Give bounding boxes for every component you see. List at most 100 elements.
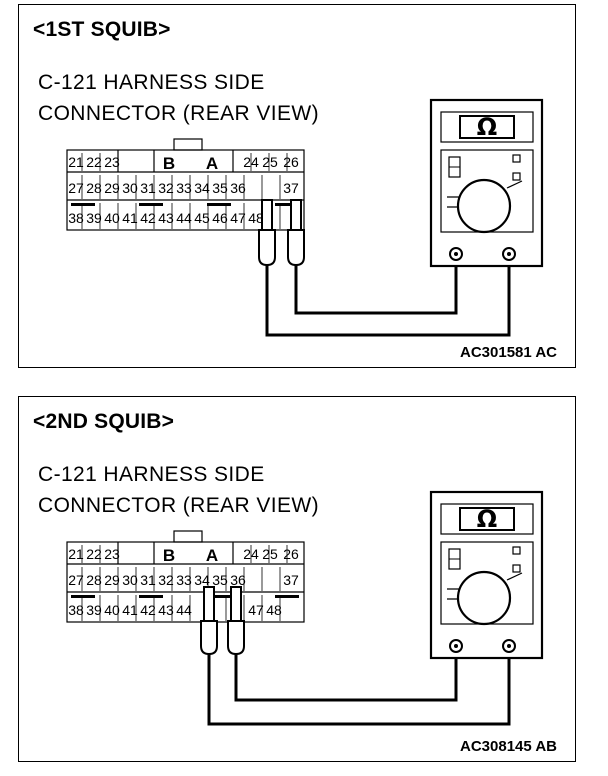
harness-connector: 21 22 23 B A 24 25 26 27 28 29 30 31 32 … [66, 530, 305, 623]
pin-label: 21 [68, 154, 84, 170]
pin-label: 44 [176, 602, 192, 618]
meter-display [459, 115, 515, 139]
harness-connector: 21 22 23 B A 24 25 26 27 28 29 30 31 32 … [66, 138, 305, 231]
pin-label: 22 [86, 154, 102, 170]
pin-label: 23 [104, 546, 120, 562]
pin-label: 22 [86, 546, 102, 562]
ohm-symbol: Ω [477, 113, 497, 141]
pin-label: 26 [283, 546, 299, 562]
pin-bar [139, 203, 163, 206]
pin-label: 27 [68, 180, 84, 196]
selector-dial [456, 178, 512, 234]
panel-title: <1ST SQUIB> [33, 18, 171, 41]
pin-label: 43 [158, 210, 174, 226]
pin-label: 24 [243, 546, 259, 562]
figure-id: AC308145 AB [460, 738, 557, 755]
pin-label: 30 [122, 180, 138, 196]
pin-bar [207, 203, 231, 206]
connector-latch [173, 530, 203, 543]
meter-display [459, 507, 515, 531]
connector-latch [173, 138, 203, 151]
pin-label: 21 [68, 546, 84, 562]
pin-bar [275, 595, 299, 598]
meter-display-frame [440, 111, 534, 143]
pin-label: 44 [176, 210, 192, 226]
test-probe-left [258, 199, 276, 267]
connector-caption-line2: CONNECTOR (REAR VIEW) [38, 102, 320, 125]
pin-label: 37 [283, 180, 299, 196]
test-leads [265, 255, 511, 337]
pin-label: 39 [86, 210, 102, 226]
pin-label: 42 [140, 602, 156, 618]
pin-label: 46 [212, 210, 228, 226]
ohmmeter: Ω [429, 98, 544, 268]
meter-display-frame [440, 503, 534, 535]
connector-body [66, 541, 305, 623]
pin-label: 48 [266, 602, 282, 618]
pin-label: 24 [243, 154, 259, 170]
measurement-diagram: 21 22 23 B A 24 25 26 27 28 29 30 31 32 … [66, 490, 544, 726]
pin-label: 34 [194, 572, 210, 588]
pin-label: 27 [68, 572, 84, 588]
pin-label: 32 [158, 572, 174, 588]
pin-label: 36 [230, 572, 246, 588]
test-probe-left [200, 586, 218, 656]
pin-label: 25 [262, 546, 278, 562]
pin-bar [139, 595, 163, 598]
pin-label: 31 [140, 180, 156, 196]
test-probe-right [287, 199, 305, 267]
connector-caption-line1: C-121 HARNESS SIDE [38, 71, 265, 94]
pin-label: 32 [158, 180, 174, 196]
pin-label: 39 [86, 602, 102, 618]
pin-label: 31 [140, 572, 156, 588]
pin-label: A [206, 154, 218, 173]
connector-body [66, 149, 305, 231]
pin-label: 45 [194, 210, 210, 226]
pin-label: B [163, 154, 175, 173]
second-squib-panel: <2ND SQUIB> C-121 HARNESS SIDE CONNECTOR… [18, 396, 576, 762]
test-leads [207, 647, 511, 726]
pin-label: 33 [176, 572, 192, 588]
pin-label: 36 [230, 180, 246, 196]
pin-label: 29 [104, 180, 120, 196]
figure-id: AC301581 AC [460, 344, 557, 361]
pin-label: B [163, 546, 175, 565]
measurement-diagram: 21 22 23 B A 24 25 26 27 28 29 30 31 32 … [66, 98, 544, 337]
pin-label: 23 [104, 154, 120, 170]
pin-bar [275, 203, 299, 206]
pin-bar [71, 595, 95, 598]
pin-label: 28 [86, 180, 102, 196]
pin-label: 48 [248, 210, 264, 226]
pin-label: 28 [86, 572, 102, 588]
pin-label: 40 [104, 602, 120, 618]
pin-label: 37 [283, 572, 299, 588]
panel-title: <2ND SQUIB> [33, 410, 175, 433]
pin-label: A [206, 546, 218, 565]
pin-label: 41 [122, 602, 138, 618]
first-squib-panel: <1ST SQUIB> C-121 HARNESS SIDE CONNECTOR… [18, 4, 576, 368]
pin-label: 47 [248, 602, 264, 618]
pin-label: 26 [283, 154, 299, 170]
pin-label: 25 [262, 154, 278, 170]
selector-dial [456, 570, 512, 626]
pin-bar [207, 595, 231, 598]
pin-label: 35 [212, 572, 228, 588]
pin-label: 35 [212, 180, 228, 196]
pin-label: 29 [104, 572, 120, 588]
pin-label: 42 [140, 210, 156, 226]
connector-caption-line1: C-121 HARNESS SIDE [38, 463, 265, 486]
pin-label: 47 [230, 210, 246, 226]
pin-label: 33 [176, 180, 192, 196]
pin-label: 38 [68, 210, 84, 226]
pin-label: 41 [122, 210, 138, 226]
ohm-symbol: Ω [477, 505, 497, 533]
ohmmeter: Ω [429, 490, 544, 660]
pin-label: 34 [194, 180, 210, 196]
pin-label: 43 [158, 602, 174, 618]
pin-bar [71, 203, 95, 206]
pin-label: 38 [68, 602, 84, 618]
test-probe-right [227, 586, 245, 656]
pin-label: 40 [104, 210, 120, 226]
pin-label: 30 [122, 572, 138, 588]
connector-caption-line2: CONNECTOR (REAR VIEW) [38, 494, 320, 517]
